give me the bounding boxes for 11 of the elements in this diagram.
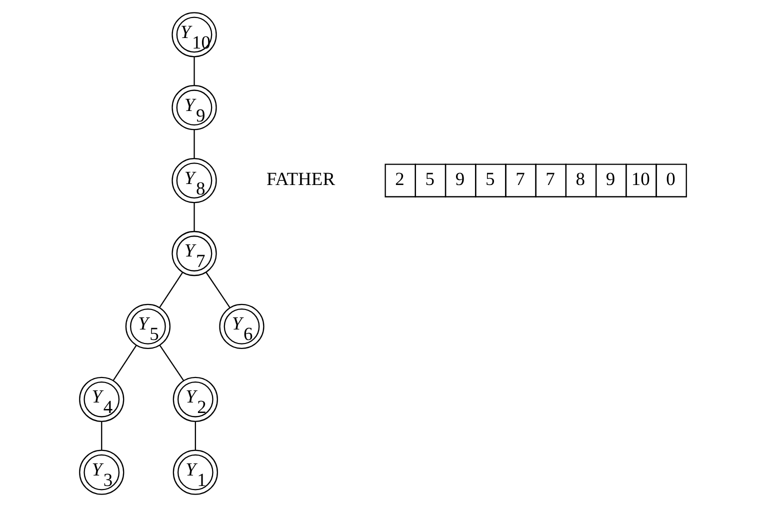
- label: 7: [515, 168, 524, 190]
- label: 9: [454, 168, 464, 190]
- label: 8: [575, 168, 585, 190]
- label: 0: [666, 168, 675, 190]
- label: 10: [630, 168, 650, 190]
- label: 5: [424, 168, 434, 190]
- label: 9: [605, 168, 615, 190]
- label: 7: [545, 168, 554, 190]
- label: 2: [394, 168, 404, 190]
- label: FATHER: [266, 168, 335, 190]
- label: 5: [484, 168, 494, 190]
